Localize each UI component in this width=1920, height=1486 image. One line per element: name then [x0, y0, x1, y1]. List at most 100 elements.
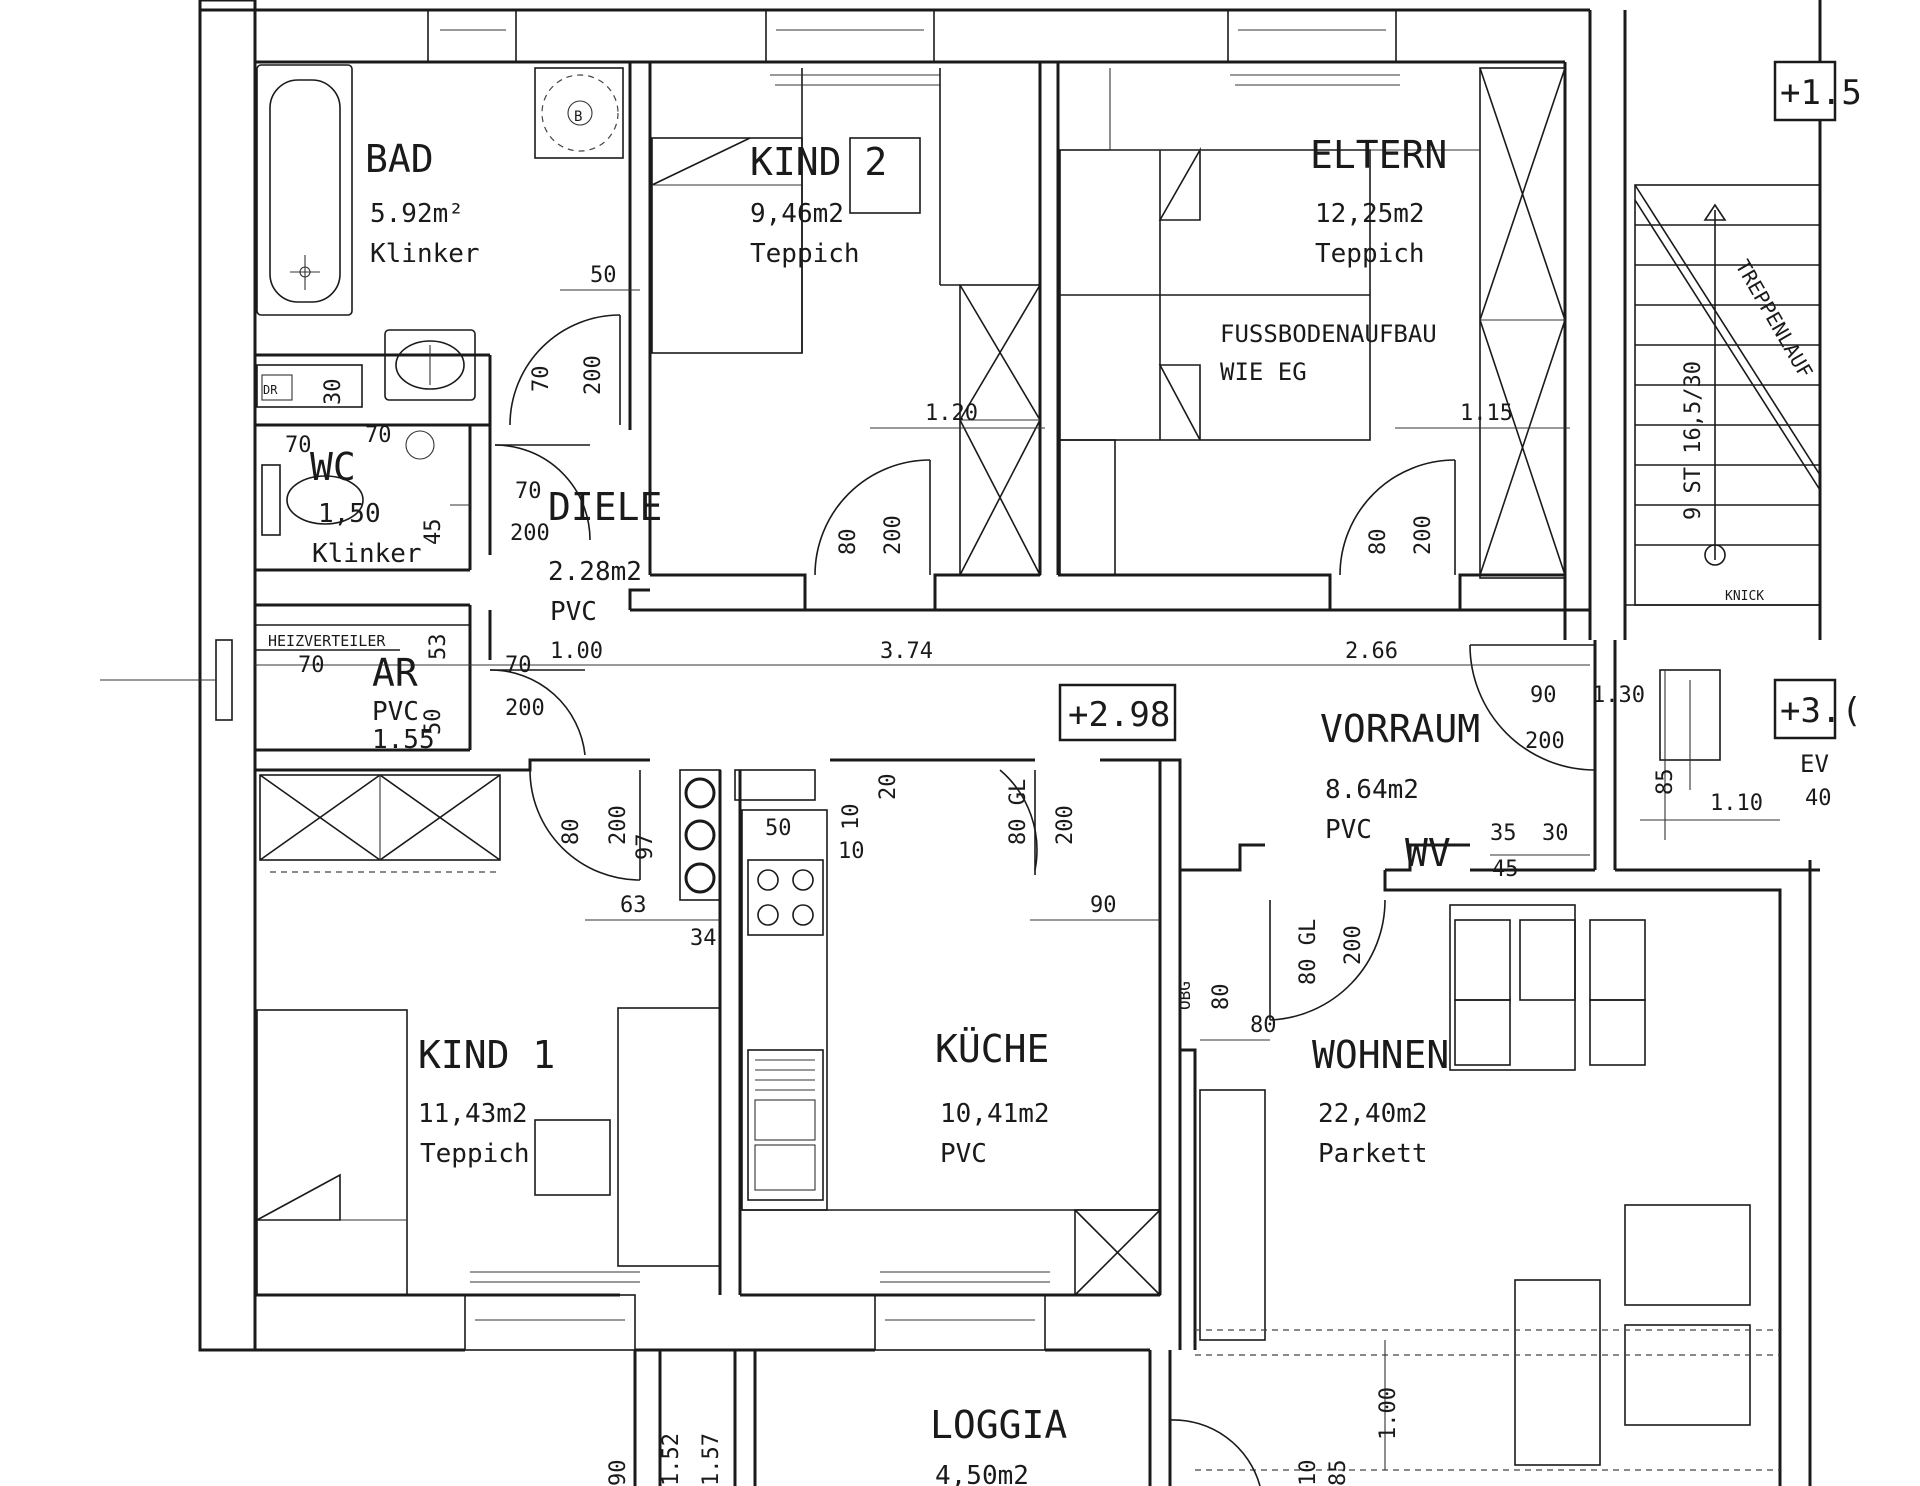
dim: 200: [606, 805, 631, 845]
room-kind1-area: 11,43m2: [418, 1099, 528, 1129]
dr-label: DR: [263, 383, 278, 397]
fixtures: B DR: [255, 64, 1821, 1471]
room-wc-area: 1,50: [318, 499, 381, 529]
knick-label: KNICK: [1725, 589, 1764, 604]
room-wohnen-name: WOHNEN: [1312, 1033, 1449, 1077]
level-mid-right: +3.(: [1780, 691, 1862, 731]
dim: 40: [1805, 786, 1832, 811]
dim: 35: [1490, 821, 1517, 846]
dim: 1.00: [550, 639, 603, 664]
room-vorraum-floor: PVC: [1325, 815, 1372, 845]
room-wohnen-floor: Parkett: [1318, 1139, 1428, 1169]
dim: 3.74: [880, 639, 933, 664]
dim: 1.52: [659, 1433, 684, 1486]
level-main: +2.98: [1068, 695, 1170, 735]
room-ar-area: 1.55: [372, 725, 435, 755]
note-ev: EV: [1800, 750, 1829, 778]
note-heizverteiler: HEIZVERTEILER: [268, 632, 386, 650]
dim: 1.15: [1460, 401, 1513, 426]
dim: 1.20: [925, 401, 978, 426]
dim: 200: [1341, 925, 1366, 965]
room-kueche-area: 10,41m2: [940, 1099, 1050, 1129]
dim: 34: [690, 926, 717, 951]
dim: 90: [1090, 893, 1117, 918]
dim: 2.66: [1345, 639, 1398, 664]
doors: [489, 314, 1596, 1486]
room-kind1-name: KIND 1: [418, 1033, 555, 1077]
dim: 90: [606, 1460, 631, 1486]
dim: 1.57: [699, 1433, 724, 1486]
room-kind2-floor: Teppich: [750, 239, 860, 269]
note-treppen: TREPPENLAUF: [1731, 256, 1818, 383]
dim: 30: [321, 379, 346, 406]
room-diele-name: DIELE: [548, 485, 662, 529]
room-eltern-name: ELTERN: [1310, 133, 1447, 177]
dim: 70: [515, 479, 542, 504]
room-diele-floor: PVC: [550, 597, 597, 627]
room-wc-name: WC: [310, 445, 356, 489]
dim: 80: [1250, 1013, 1277, 1038]
room-kind1-floor: Teppich: [420, 1139, 530, 1169]
dimension-labels: 50 70 200 30 70 70 45 70 200 1.20 80 200…: [285, 263, 1832, 1486]
dim: 90: [1530, 683, 1557, 708]
room-loggia-name: LOGGIA: [930, 1403, 1067, 1447]
room-kind2-area: 9,46m2: [750, 199, 844, 229]
room-kind2-name: KIND 2: [750, 140, 887, 184]
dim: 45: [421, 519, 446, 546]
note-stair-count: 9 ST 16,5/30: [1681, 361, 1706, 520]
dim: 1.30: [1592, 683, 1645, 708]
dim: 80: [836, 529, 861, 556]
dim: 80 GL: [1296, 919, 1321, 985]
room-wc-floor: Klinker: [312, 539, 422, 569]
dim: 50: [421, 709, 446, 736]
room-bad-name: BAD: [365, 137, 434, 181]
level-markers: +2.98 +1.5 +3.(: [1058, 60, 1862, 742]
dim: 97: [633, 834, 658, 861]
dim: 70: [505, 653, 532, 678]
dim: 50: [765, 816, 792, 841]
dim: 20: [876, 774, 901, 801]
dim: 80 GL: [1006, 779, 1031, 845]
dim: 10: [839, 804, 864, 831]
note-wv: WV: [1405, 831, 1451, 875]
room-loggia-area: 4,50m2: [935, 1461, 1029, 1486]
dim: 1.00: [1376, 1387, 1401, 1440]
b-label: B: [574, 109, 582, 125]
dim: 80: [1366, 529, 1391, 556]
room-eltern-floor: Teppich: [1315, 239, 1425, 269]
level-top-right: +1.5: [1780, 73, 1862, 113]
dim: 85: [1653, 769, 1678, 796]
dim: 50: [590, 263, 617, 288]
room-kueche-floor: PVC: [940, 1139, 987, 1169]
dim: 80: [559, 819, 584, 846]
dim: 200: [1525, 729, 1565, 754]
room-vorraum-name: VORRAUM: [1320, 707, 1480, 751]
dim: 53: [426, 634, 451, 661]
dim: 200: [510, 521, 550, 546]
dim: 200: [505, 696, 545, 721]
note-fussboden-2: WIE EG: [1220, 358, 1307, 386]
dim: 1.10: [1710, 791, 1763, 816]
dim: 45: [1492, 857, 1519, 882]
room-ar-name: AR: [372, 651, 418, 695]
dim: 80: [1209, 984, 1234, 1011]
dim: 200: [1411, 515, 1436, 555]
room-wohnen-area: 22,40m2: [1318, 1099, 1428, 1129]
dim: 70: [529, 366, 554, 393]
room-ar-floor: PVC: [372, 697, 419, 727]
room-eltern-area: 12,25m2: [1315, 199, 1425, 229]
dim: 85: [1326, 1460, 1351, 1486]
room-diele-area: 2.28m2: [548, 557, 642, 587]
room-bad-area: 5.92m²: [370, 199, 464, 229]
dim: 10: [1296, 1460, 1321, 1486]
dim: 200: [581, 355, 606, 395]
room-bad-floor: Klinker: [370, 239, 480, 269]
note-obg: OBG: [1175, 981, 1194, 1010]
dim: 70: [285, 433, 312, 458]
note-fussboden-1: FUSSBODENAUFBAU: [1220, 320, 1437, 348]
dimension-lines: [255, 289, 1780, 1470]
dim: 70: [365, 423, 392, 448]
room-kueche-name: KÜCHE: [935, 1027, 1049, 1071]
dim: 10: [838, 839, 865, 864]
